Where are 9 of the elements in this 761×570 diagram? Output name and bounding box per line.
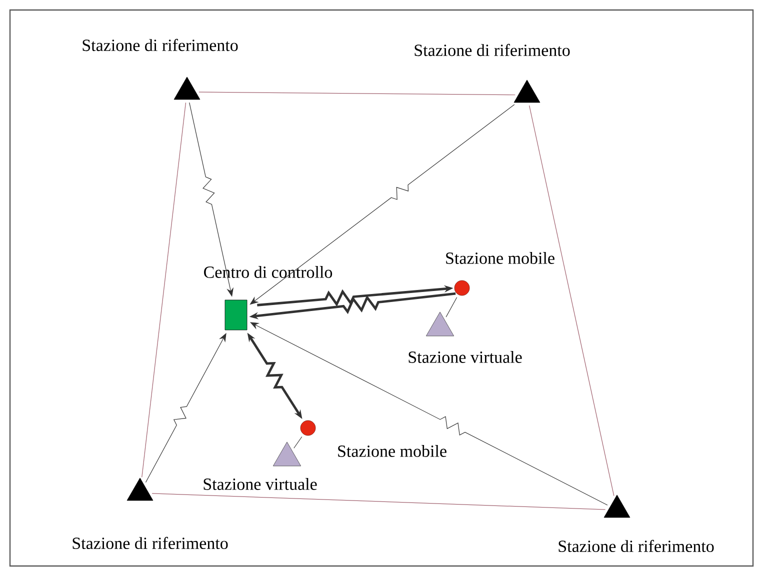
arrow: [250, 104, 515, 305]
station-label: Stazione di riferimento: [412, 42, 572, 58]
station-label: Stazione di riferimento: [80, 38, 240, 52]
station-label: Stazione mobile: [336, 444, 448, 458]
station-label: Stazione virtuale: [406, 350, 524, 364]
station-label: Stazione virtuale: [202, 477, 318, 491]
station-label: Stazione di riferimento: [70, 536, 230, 550]
station-label: Stazione di riferimento: [556, 538, 716, 554]
station-label: Stazione mobile: [444, 251, 556, 265]
